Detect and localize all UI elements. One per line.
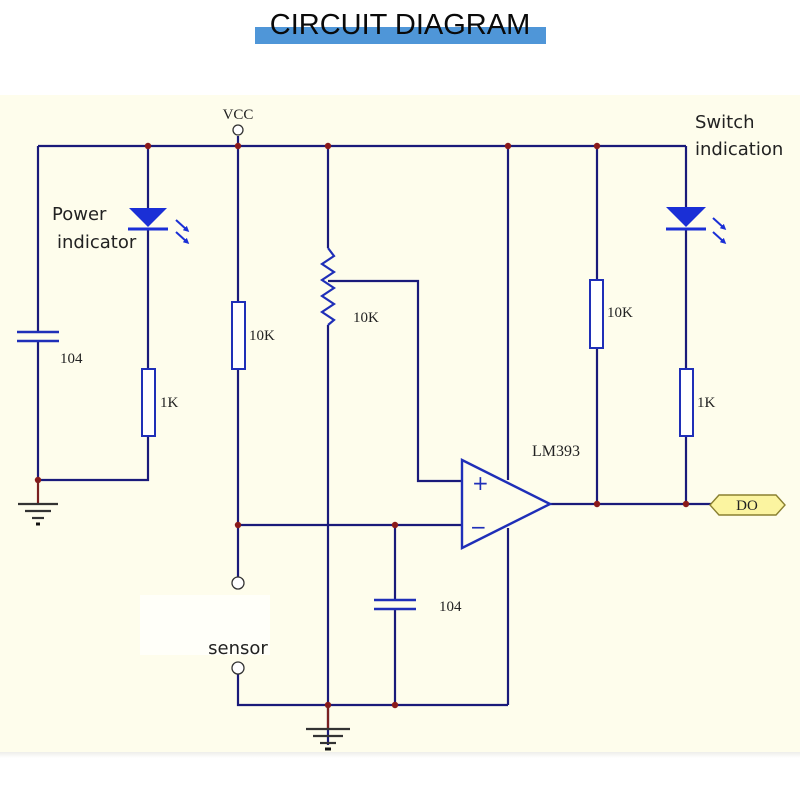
- resistor-switch-led: [679, 368, 694, 437]
- vcc-label: VCC: [223, 107, 254, 123]
- junctions: [34, 142, 690, 709]
- potentiometer-value: 10K: [353, 310, 379, 326]
- resistor-switch-led-value: 1K: [697, 395, 716, 411]
- resistor-power-led-value: 1K: [160, 395, 179, 411]
- resistor-divider-value: 10K: [249, 328, 275, 344]
- ground-left-icon: [18, 480, 58, 526]
- led-power-icon: [128, 208, 190, 245]
- title-area: CIRCUIT DIAGRAM: [0, 0, 800, 60]
- capacitor-power-value: 104: [60, 351, 83, 367]
- switch-indication-label-1: Switch: [695, 112, 755, 133]
- vcc-terminal: [232, 124, 244, 136]
- junction-dot: [144, 142, 152, 150]
- junction-dot: [504, 142, 512, 150]
- capacitor-power: [17, 330, 59, 343]
- sensor-label-backdrop: [140, 595, 270, 655]
- wire-wiper: [328, 279, 462, 483]
- capacitor-filter: [374, 598, 416, 611]
- diagram-bottom-shadow: [0, 752, 800, 758]
- switch-indication-label-2: indication: [695, 139, 783, 160]
- title-highlight-bar: [255, 27, 546, 44]
- sensor-terminal-bottom: [231, 661, 245, 675]
- ground-bottom-icon: [306, 705, 350, 751]
- page-title: CIRCUIT DIAGRAM: [269, 9, 531, 41]
- resistors: [141, 279, 694, 437]
- comparator-opamp: + −: [460, 458, 553, 550]
- power-indicator-label-1: Power: [52, 204, 107, 225]
- capacitor-filter-value: 104: [439, 599, 462, 615]
- junction-dot: [391, 521, 399, 529]
- wire-sensor-return: [236, 674, 508, 707]
- sensor-label: sensor: [208, 638, 268, 659]
- comparator-label: LM393: [532, 443, 580, 460]
- output-tag-label: DO: [736, 498, 758, 514]
- output-tag-do: DO: [709, 494, 786, 516]
- resistor-power-led: [141, 368, 156, 437]
- junction-dot: [682, 500, 690, 508]
- resistor-pullup: [589, 279, 604, 349]
- led-switch-icon: [666, 207, 727, 245]
- junction-dot: [391, 701, 399, 709]
- junction-dot: [593, 142, 601, 150]
- opamp-plus-sign: +: [472, 471, 489, 495]
- junction-dot: [234, 142, 242, 150]
- power-indicator-label-2: indicator: [57, 232, 137, 253]
- sensor-terminal-top: [231, 576, 245, 590]
- potentiometer: [320, 247, 336, 326]
- resistor-pullup-value: 10K: [607, 305, 633, 321]
- wire-power-led-branch: [38, 146, 150, 482]
- junction-dot: [593, 500, 601, 508]
- junction-dot: [234, 521, 242, 529]
- opamp-minus-sign: −: [470, 515, 487, 539]
- diagram-background: [0, 95, 800, 755]
- wires: [36, 136, 712, 745]
- junction-dot: [324, 142, 332, 150]
- resistor-divider: [231, 301, 246, 370]
